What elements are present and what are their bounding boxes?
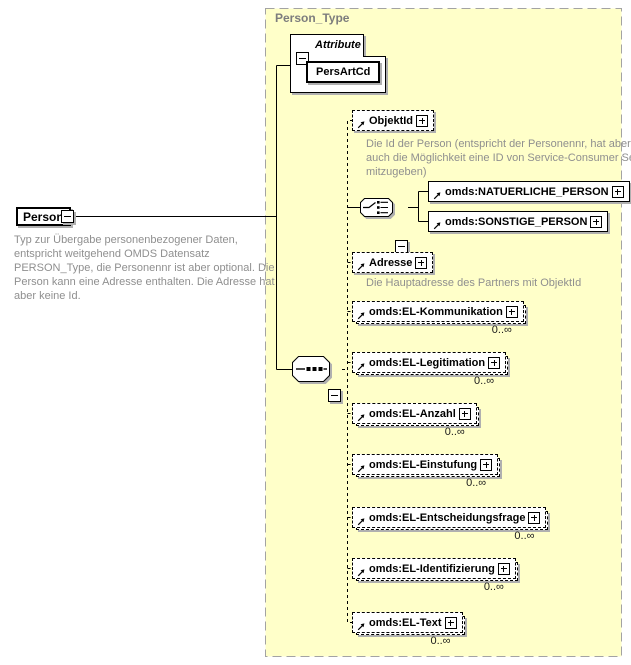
attribute-persartcd[interactable]: PersArtCd (306, 61, 381, 83)
element-el-text: omds:EL-Text 0..∞ (352, 612, 465, 647)
element-el-legitimation-label: omds:EL-Legitimation (369, 356, 486, 369)
occurrence-label: 0..∞ (474, 375, 495, 387)
element-el-identifizierung-label: omds:EL-Identifizierung (369, 562, 495, 575)
element-el-kommunikation-box[interactable]: omds:EL-Kommunikation (352, 301, 526, 324)
attributes-header[interactable]: Attribute (315, 39, 361, 51)
element-el-einstufung-box[interactable]: omds:EL-Einstufung (352, 454, 501, 477)
ne-arrow-icon (357, 517, 366, 526)
ne-arrow-icon (357, 464, 366, 473)
element-natuerliche-person-box[interactable]: omds:NATUERLICHE_PERSON (428, 181, 630, 202)
choice-icon (363, 201, 388, 214)
sequence-icon (296, 367, 327, 371)
element-el-anzahl-label: omds:EL-Anzahl (369, 407, 456, 420)
element-person-annotation: Typ zur Übergabe personenbezogener Daten… (14, 234, 275, 302)
element-adresse-box[interactable]: Adresse (352, 252, 434, 273)
choice-connector[interactable] (360, 198, 393, 217)
sequence-connector[interactable] (292, 356, 330, 382)
element-el-text-label: omds:EL-Text (369, 616, 442, 629)
element-el-entscheidungsfrage-box[interactable]: omds:EL-Entscheidungsfrage (352, 507, 549, 530)
element-el-anzahl: omds:EL-Anzahl 0..∞ (352, 403, 479, 438)
occurrence-label: 0..∞ (444, 426, 465, 438)
element-sonstige-person: omds:SONSTIGE_PERSON (428, 211, 609, 232)
plus-icon[interactable] (416, 114, 429, 127)
element-objektid: ObjektId (352, 110, 435, 131)
element-el-entscheidungsfrage-label: omds:EL-Entscheidungsfrage (369, 511, 526, 524)
element-el-anzahl-box[interactable]: omds:EL-Anzahl (352, 403, 479, 426)
plus-icon[interactable] (488, 356, 501, 369)
occurrence-label: 0..∞ (466, 477, 487, 489)
dashed-connector-lines (342, 120, 353, 623)
minus-icon[interactable] (328, 388, 341, 402)
element-adresse-label: Adresse (369, 256, 413, 269)
plus-icon[interactable] (415, 256, 428, 269)
occurrence-label: 0..∞ (514, 530, 535, 542)
element-el-kommunikation: omds:EL-Kommunikation 0..∞ (352, 301, 526, 336)
plus-icon[interactable] (480, 458, 493, 471)
element-natuerliche-person: omds:NATUERLICHE_PERSON (428, 181, 630, 202)
element-el-entscheidungsfrage: omds:EL-Entscheidungsfrage 0..∞ (352, 507, 549, 542)
ne-arrow-icon (357, 362, 366, 371)
plus-icon[interactable] (497, 562, 510, 575)
element-adresse-annotation: Die Hauptadresse des Partners mit Objekt… (366, 277, 582, 289)
element-objektid-label: ObjektId (369, 114, 414, 127)
ne-arrow-icon (357, 262, 366, 271)
plus-icon[interactable] (505, 305, 518, 318)
ne-arrow-icon (433, 221, 442, 230)
ne-arrow-icon (433, 191, 442, 200)
plus-icon[interactable] (528, 511, 541, 524)
plus-icon[interactable] (444, 616, 457, 629)
ne-arrow-icon (357, 413, 366, 422)
element-objektid-annotation: Die Id der Person (entspricht der Person… (366, 138, 631, 178)
occurrence-label: 0..∞ (491, 324, 512, 336)
attribute-persartcd-label: PersArtCd (316, 66, 371, 78)
plus-icon[interactable] (611, 185, 624, 198)
element-objektid-box[interactable]: ObjektId (352, 110, 435, 131)
ne-arrow-icon (357, 622, 366, 631)
complex-type-region (265, 8, 622, 657)
element-sonstige-person-label: omds:SONSTIGE_PERSON (445, 215, 588, 228)
element-sonstige-person-box[interactable]: omds:SONSTIGE_PERSON (428, 211, 609, 232)
element-el-legitimation-box[interactable]: omds:EL-Legitimation (352, 352, 509, 375)
minus-icon[interactable] (296, 52, 309, 65)
element-el-identifizierung: omds:EL-Identifizierung 0..∞ (352, 558, 518, 593)
element-el-text-box[interactable]: omds:EL-Text (352, 612, 465, 635)
element-person[interactable]: Person (16, 207, 71, 226)
element-el-einstufung: omds:EL-Einstufung 0..∞ (352, 454, 501, 489)
solid-connector-lines (75, 65, 428, 370)
element-el-einstufung-label: omds:EL-Einstufung (369, 458, 478, 471)
ne-arrow-icon (357, 120, 366, 129)
ne-arrow-icon (357, 311, 366, 320)
occurrence-label: 0..∞ (483, 581, 504, 593)
element-el-legitimation: omds:EL-Legitimation 0..∞ (352, 352, 509, 387)
plus-icon[interactable] (458, 407, 471, 420)
occurrence-label: 0..∞ (430, 635, 451, 647)
element-el-kommunikation-label: omds:EL-Kommunikation (369, 305, 503, 318)
element-natuerliche-person-label: omds:NATUERLICHE_PERSON (445, 185, 609, 198)
ne-arrow-icon (357, 568, 366, 577)
plus-icon[interactable] (590, 215, 603, 228)
minus-icon[interactable] (61, 210, 74, 223)
element-adresse: Adresse (352, 252, 434, 273)
element-person-label: Person (23, 209, 64, 224)
element-el-identifizierung-box[interactable]: omds:EL-Identifizierung (352, 558, 518, 581)
complex-type-title: Person_Type (275, 11, 350, 25)
